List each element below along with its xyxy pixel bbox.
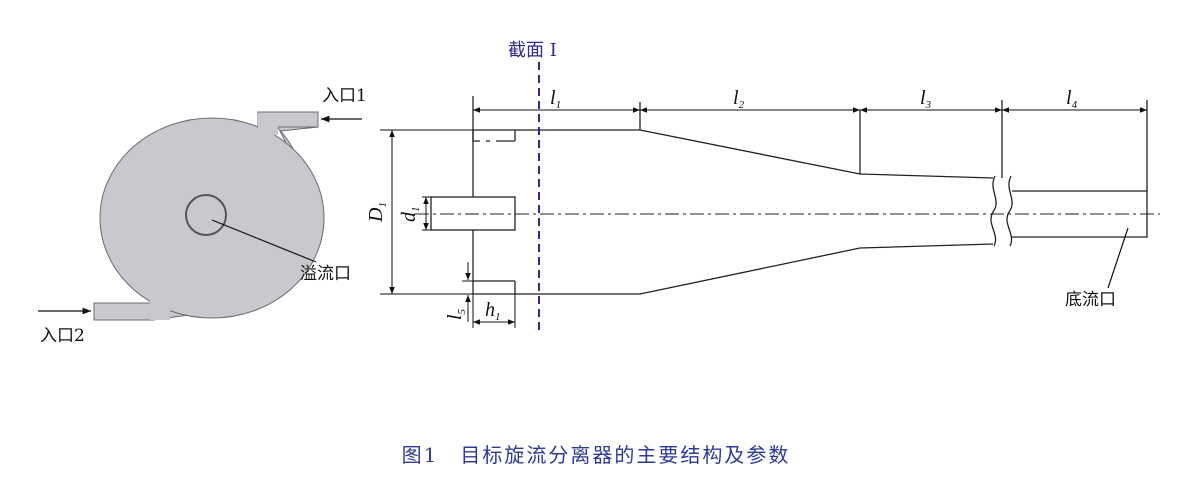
svg-text:D1: D1 xyxy=(365,202,389,223)
dim-label-l2: l2 xyxy=(733,87,745,111)
svg-text:d1: d1 xyxy=(398,207,422,223)
dim-label-D1: D1 xyxy=(365,202,389,223)
break-mark xyxy=(990,175,997,247)
svg-text:l1: l1 xyxy=(550,87,561,111)
svg-text:h1: h1 xyxy=(485,299,501,323)
dim-label-l3: l3 xyxy=(920,87,932,111)
dim-label-l1: l1 xyxy=(550,87,561,111)
dim-label-d1: d1 xyxy=(398,207,422,223)
dim-label-l4: l4 xyxy=(1066,87,1078,111)
section-i-label: 截面 Ⅰ xyxy=(508,40,557,61)
cyclone-body-outline xyxy=(473,129,994,179)
top-view: 入口1 入口2 溢流口 xyxy=(38,86,367,346)
overflow-label: 溢流口 xyxy=(300,264,351,284)
underflow-leader-line xyxy=(1107,227,1129,289)
figure-title: 目标旋流分离器的主要结构及参数 xyxy=(460,443,790,467)
dim-label-l5: l5 xyxy=(444,308,468,320)
figure-caption: 图1 目标旋流分离器的主要结构及参数 xyxy=(402,443,791,467)
svg-text:l5: l5 xyxy=(444,308,468,320)
diameter-dimensions xyxy=(380,129,516,328)
inlet-1-label: 入口1 xyxy=(322,86,367,106)
svg-text:l4: l4 xyxy=(1066,87,1078,111)
underflow-label: 底流口 xyxy=(1065,290,1116,310)
dim-label-h1: h1 xyxy=(485,299,501,323)
svg-text:l3: l3 xyxy=(920,87,932,111)
side-view xyxy=(430,96,1148,295)
overflow-leader-line xyxy=(211,219,317,263)
cyclone-body-disc xyxy=(99,117,325,319)
inlet-2-label: 入口2 xyxy=(40,326,85,346)
svg-text:l2: l2 xyxy=(733,87,745,111)
figure-number: 图1 xyxy=(402,443,439,467)
overflow-outlet-circle xyxy=(185,194,227,236)
inlet-2-pipe xyxy=(93,302,155,321)
